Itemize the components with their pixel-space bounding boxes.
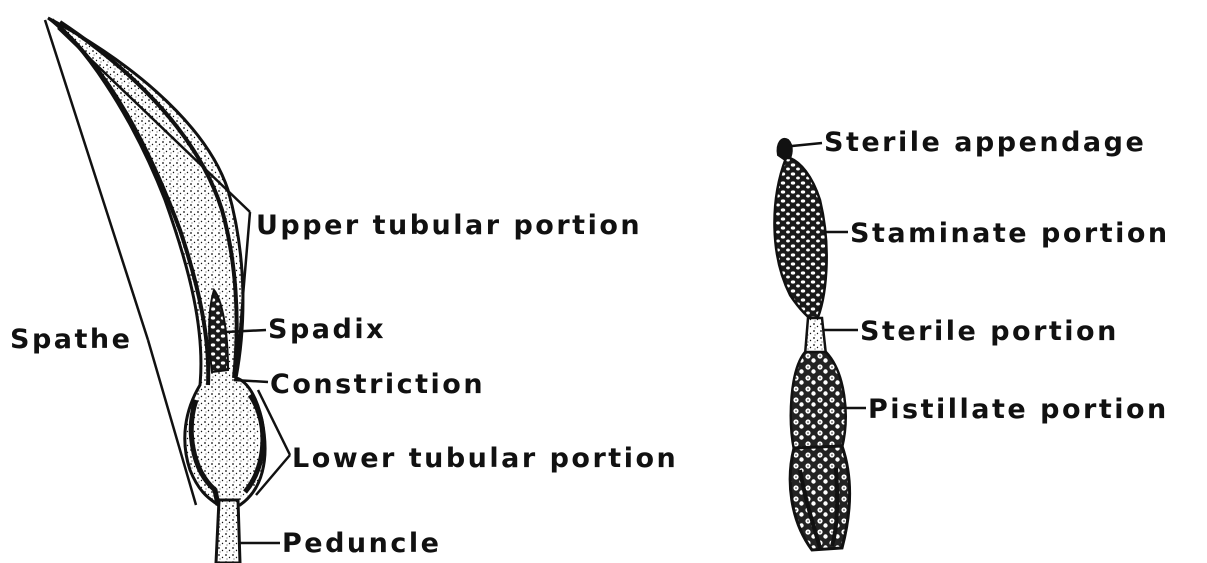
label-lower-tubular-portion: Lower tubular portion bbox=[292, 445, 678, 472]
label-sterile-appendage: Sterile appendage bbox=[824, 129, 1146, 156]
peduncle-shape bbox=[216, 500, 240, 563]
spathe-figure bbox=[45, 18, 290, 563]
label-spathe: Spathe bbox=[10, 326, 132, 353]
label-peduncle: Peduncle bbox=[282, 530, 441, 557]
label-staminate-portion: Staminate portion bbox=[850, 220, 1170, 247]
label-upper-tubular-portion: Upper tubular portion bbox=[256, 212, 642, 239]
label-pistillate-portion: Pistillate portion bbox=[868, 396, 1169, 423]
label-sterile-portion: Sterile portion bbox=[860, 318, 1119, 345]
spadix-base-shape bbox=[790, 446, 849, 550]
label-spadix: Spadix bbox=[268, 316, 386, 343]
sterile-portion-shape bbox=[805, 318, 826, 355]
spadix-figure bbox=[774, 139, 866, 550]
label-constriction: Constriction bbox=[270, 371, 485, 398]
staminate-shape bbox=[774, 158, 826, 322]
pistillate-shape bbox=[791, 352, 846, 459]
